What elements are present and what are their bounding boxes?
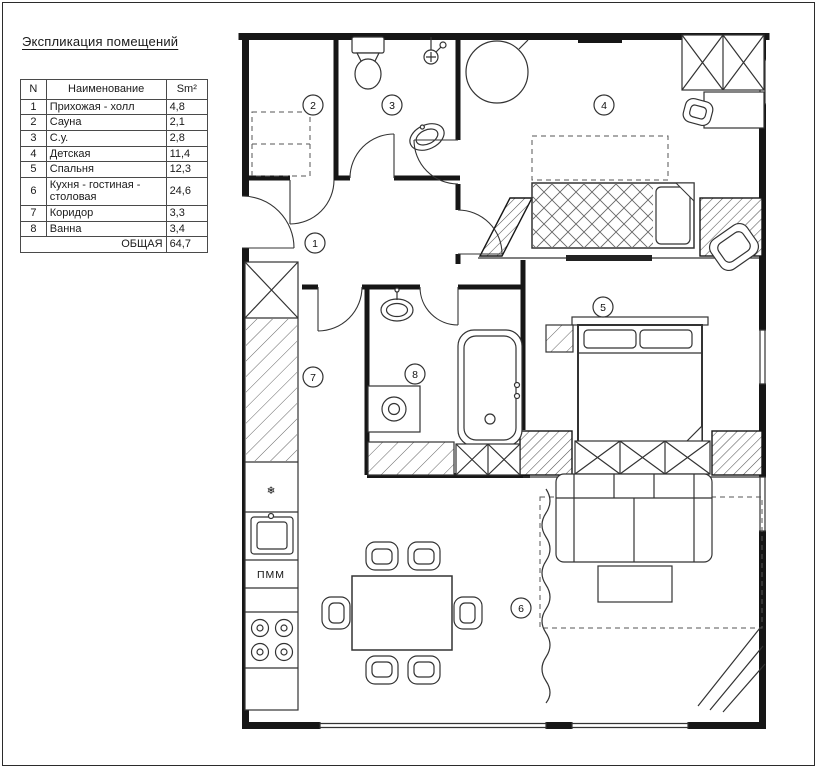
- laundry-counter: [367, 441, 455, 476]
- kids-wardrobe: [681, 34, 765, 91]
- door-corridor: [317, 286, 363, 332]
- table-row: 4 Детская 11,4: [20, 145, 209, 163]
- wc-sink: [409, 123, 445, 151]
- table-row: 7 Коридор 3,3: [20, 205, 209, 222]
- row-area: 2,8: [165, 129, 209, 147]
- room-label-6: 6: [510, 597, 532, 619]
- room-label-3: 3: [381, 94, 403, 116]
- row-name: Прихожая - холл: [45, 98, 167, 116]
- desk-chair: [682, 97, 714, 127]
- bedroom-wardrobe: [574, 440, 711, 475]
- explication-table: N Наименование Sm² 1 Прихожая - холл 4,8…: [20, 79, 209, 254]
- curtain: [541, 488, 551, 704]
- bathroom-sink: [380, 287, 414, 322]
- room-label-5: 5: [592, 296, 614, 318]
- explication-panel: Экспликация помещений N Наименование Sm²…: [20, 24, 209, 254]
- row-n: 6: [20, 176, 47, 207]
- door-bedroom: [457, 209, 503, 255]
- table-row: 6 Кухня - гостиная - столовая 24,6: [20, 176, 209, 207]
- kids-bed: [531, 182, 695, 249]
- chair: [407, 541, 441, 571]
- row-area: 24,6: [165, 176, 209, 207]
- table-row: 5 Спальня 12,3: [20, 161, 209, 178]
- row-area: 11,4: [165, 145, 209, 163]
- chair: [407, 655, 441, 685]
- sauna-bench: [251, 111, 311, 177]
- svg-text:8: 8: [412, 369, 418, 381]
- windows: [319, 59, 766, 729]
- tv: [566, 255, 652, 261]
- sofa: [555, 473, 713, 563]
- room-label-1: 1: [304, 232, 326, 254]
- bedroom-bed: [571, 316, 709, 443]
- svg-text:7: 7: [310, 372, 316, 384]
- room-label-8: 8: [404, 363, 426, 385]
- radiator: [578, 37, 622, 43]
- svg-text:6: 6: [518, 603, 524, 615]
- floor-hatch-lines: [697, 627, 766, 713]
- page-title: Экспликация помещений: [22, 34, 179, 49]
- chair: [321, 596, 351, 630]
- chair: [453, 596, 483, 630]
- svg-text:2: 2: [310, 100, 316, 112]
- table-total-row: ОБЩАЯ 64,7: [20, 236, 209, 254]
- chair: [365, 541, 399, 571]
- round-rug: [465, 39, 529, 104]
- svg-text:1: 1: [312, 238, 318, 250]
- table-row: 8 Ванна 3,4: [20, 220, 209, 238]
- washing-machine: [367, 385, 421, 433]
- room-labels: 1 2 3 4 5 6 7 8: [302, 94, 615, 619]
- total-area: 64,7: [165, 236, 209, 254]
- header-name: Наименование: [45, 79, 167, 100]
- door-bathroom: [419, 286, 459, 326]
- kids-rug-dashed: [531, 135, 669, 181]
- dining-table: [351, 575, 453, 651]
- chair: [365, 655, 399, 685]
- header-n: N: [20, 79, 47, 100]
- coffee-table: [597, 565, 673, 603]
- dishwasher-label: ПММ: [257, 569, 285, 581]
- door-kids-room: [413, 139, 459, 185]
- svg-text:3: 3: [389, 100, 395, 112]
- row-area: 12,3: [165, 161, 209, 178]
- door-sauna: [289, 179, 335, 225]
- bathroom-cabinet: [455, 443, 521, 476]
- row-name: Детская: [45, 145, 167, 163]
- door-wc: [349, 133, 395, 179]
- nightstand: [545, 324, 574, 353]
- svg-text:4: 4: [601, 100, 607, 112]
- bathtub: [457, 329, 523, 447]
- room-label-2: 2: [302, 94, 324, 116]
- shower-icon: [423, 37, 447, 65]
- table-header-row: N Наименование Sm²: [20, 79, 209, 100]
- toilet: [351, 36, 385, 90]
- header-area: Sm²: [165, 79, 209, 100]
- freezer-snowflake-icon: ❄: [267, 485, 276, 497]
- kitchen-sink: [250, 512, 294, 555]
- entrance-door: [241, 195, 295, 249]
- room-label-4: 4: [593, 94, 615, 116]
- armchair: [708, 222, 760, 272]
- room-label-7: 7: [302, 366, 324, 388]
- stove: [250, 618, 294, 662]
- svg-text:5: 5: [600, 302, 606, 314]
- desk: [703, 91, 765, 129]
